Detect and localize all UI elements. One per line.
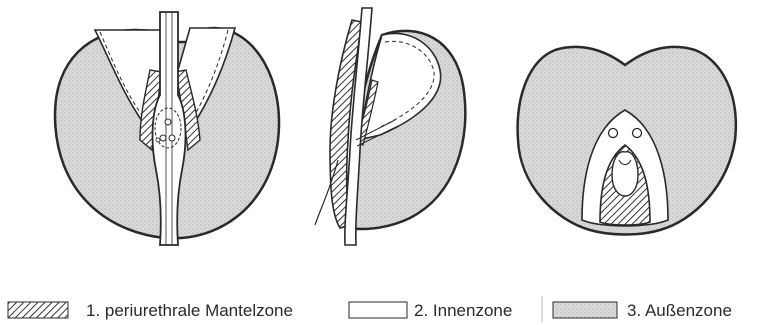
sagittal-section-view [315,8,465,245]
transverse-ejaculatory-duct-right [633,129,642,138]
legend-swatch-blank [349,302,407,318]
transverse-section-view [518,47,736,235]
legend-swatch-stipple [553,302,617,318]
transverse-ejaculatory-duct-left [609,129,618,138]
frontal-section-view [55,12,279,245]
transverse-urethra-lumen [612,152,638,196]
legend-label-outer: 3. Außenzone [627,301,732,320]
legend-label-periurethral: 1. periurethrale Mantelzone [86,301,293,320]
legend-swatch-hatch [8,302,68,318]
legend-label-inner: 2. Innenzone [414,301,512,320]
legend: 1. periurethrale Mantelzone 2. Innenzone… [8,296,732,322]
